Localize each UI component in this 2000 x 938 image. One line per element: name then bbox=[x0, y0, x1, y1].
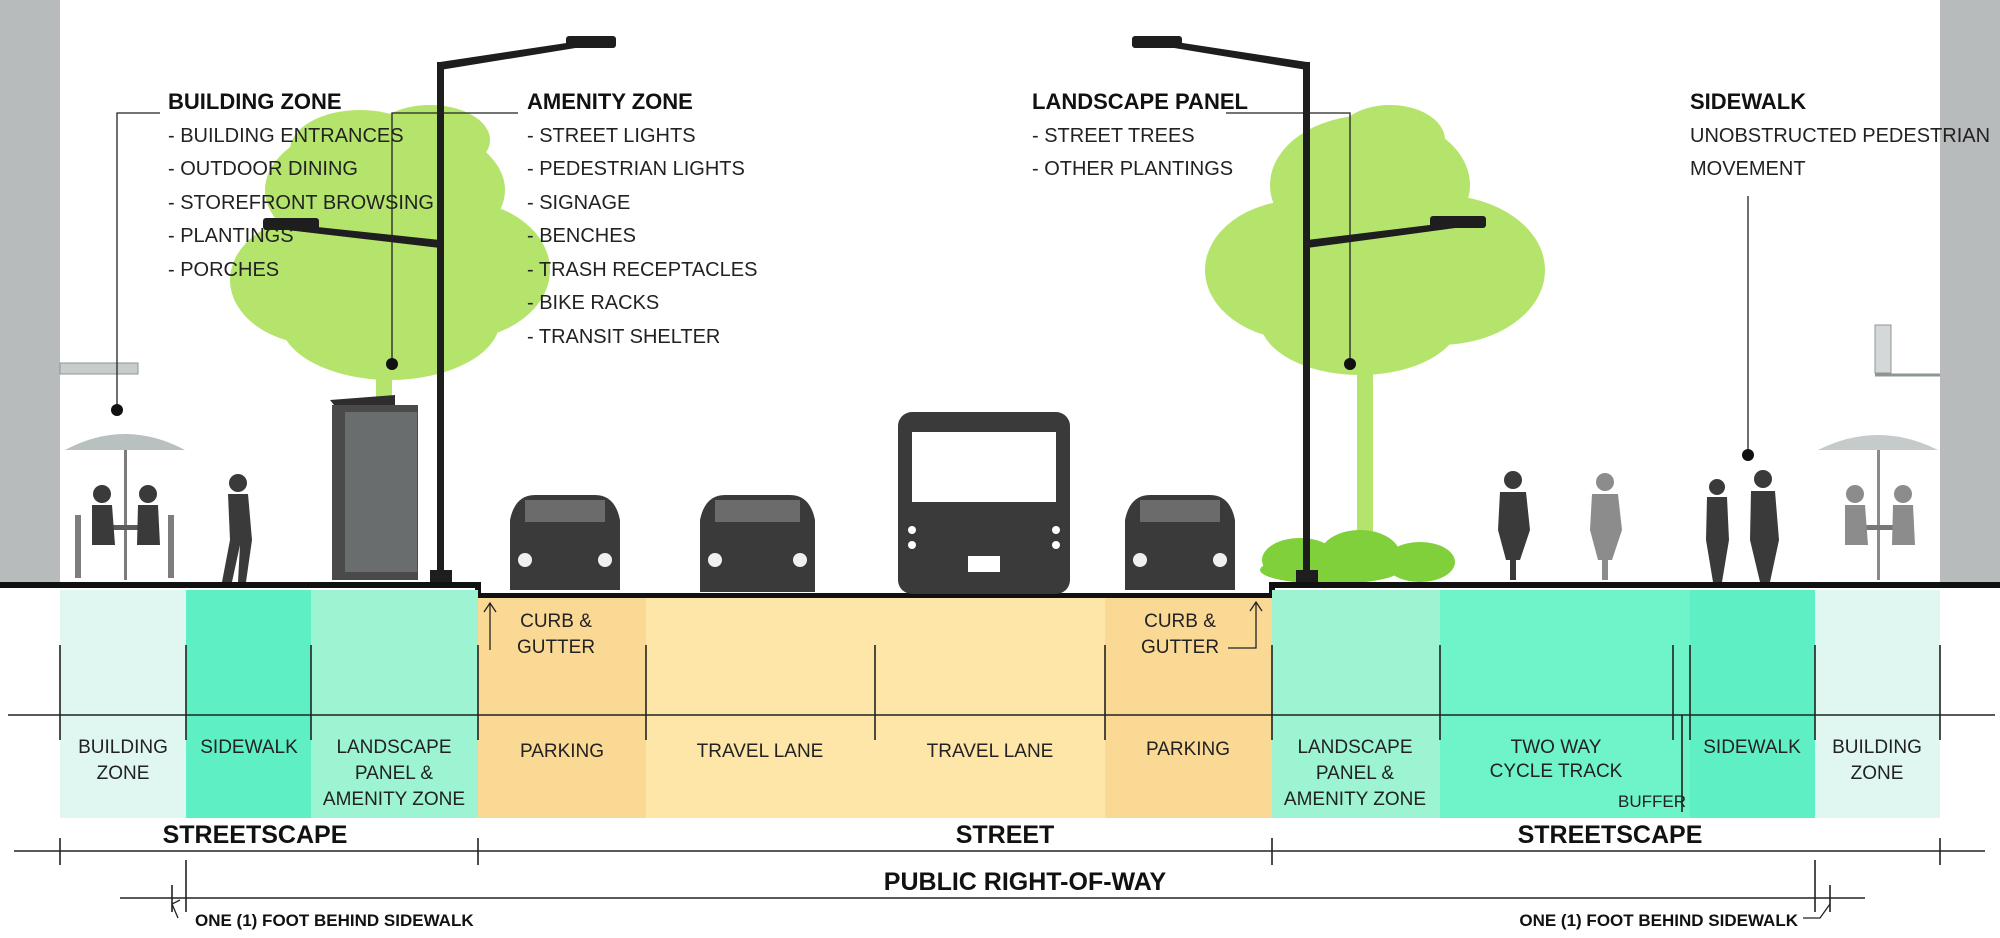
zone-band-left-parking bbox=[478, 598, 646, 818]
left-outdoor-dining bbox=[65, 434, 185, 580]
callout-item: - OUTDOOR DINING bbox=[168, 158, 358, 180]
zone-label-cycle-track-line2: CYCLE TRACK bbox=[1490, 761, 1623, 782]
callout-item: - BENCHES bbox=[527, 225, 636, 247]
section-label-public-right-of-way: PUBLIC RIGHT-OF-WAY bbox=[884, 868, 1167, 896]
right-setback-note: ONE (1) FOOT BEHIND SIDEWALK bbox=[1519, 911, 1798, 930]
callout-item: - STOREFRONT BROWSING bbox=[168, 192, 434, 214]
left-street-light bbox=[263, 36, 616, 582]
callout-item: UNOBSTRUCTED PEDESTRIAN bbox=[1690, 125, 1990, 147]
callout-amenity-zone: AMENITY ZONE - STREET LIGHTS - PEDESTRIA… bbox=[527, 89, 757, 348]
right-street-tree bbox=[1205, 105, 1545, 550]
callout-item: - PORCHES bbox=[168, 259, 279, 281]
zone-label-left-building-line1: BUILDING bbox=[78, 737, 168, 758]
zone-label-left-landscape-line2: PANEL & bbox=[355, 763, 433, 784]
callout-item: - OTHER PLANTINGS bbox=[1032, 158, 1233, 180]
zone-label-left-building-line2: ZONE bbox=[97, 763, 150, 784]
buffer-label: BUFFER bbox=[1618, 792, 1686, 811]
section-label-streetscape-right: STREETSCAPE bbox=[1518, 821, 1703, 849]
left-curb-gutter-line2: GUTTER bbox=[517, 637, 595, 658]
callout-heading: SIDEWALK bbox=[1690, 89, 1806, 114]
section-label-streetscape-left: STREETSCAPE bbox=[163, 821, 348, 849]
right-building-wall bbox=[1940, 0, 2000, 583]
zone-band-right-landscape bbox=[1272, 590, 1440, 818]
zone-band-left-landscape bbox=[311, 590, 478, 818]
right-of-way-dimension-line bbox=[120, 860, 1865, 912]
left-curb-gutter-line1: CURB & bbox=[520, 611, 592, 632]
cyclist-light bbox=[1590, 473, 1622, 580]
ground-section-line bbox=[0, 582, 2000, 599]
right-parked-car bbox=[1125, 495, 1235, 590]
zone-band-left-sidewalk bbox=[186, 590, 311, 818]
zone-label-right-landscape-line1: LANDSCAPE bbox=[1297, 737, 1412, 758]
transit-shelter bbox=[330, 395, 418, 580]
zone-label-left-sidewalk: SIDEWALK bbox=[200, 737, 298, 758]
cyclist-dark bbox=[1498, 471, 1530, 580]
zone-label-right-parking: PARKING bbox=[1146, 739, 1230, 760]
left-pedestrian-figure bbox=[222, 474, 252, 582]
right-outdoor-dining bbox=[1818, 435, 1938, 580]
left-setback-note: ONE (1) FOOT BEHIND SIDEWALK bbox=[195, 911, 474, 930]
callout-item: - BUILDING ENTRANCES bbox=[168, 125, 404, 147]
left-parked-car bbox=[510, 495, 620, 590]
zone-label-travel-lane-1: TRAVEL LANE bbox=[697, 741, 824, 762]
right-pedestrian-figures bbox=[1706, 470, 1779, 582]
right-curb-gutter-line2: GUTTER bbox=[1141, 637, 1219, 658]
zone-label-right-landscape-line3: AMENITY ZONE bbox=[1284, 789, 1426, 810]
callout-item: MOVEMENT bbox=[1690, 158, 1806, 180]
callout-item: - PEDESTRIAN LIGHTS bbox=[527, 158, 745, 180]
zone-band-cycle-track bbox=[1440, 590, 1690, 818]
callout-heading: BUILDING ZONE bbox=[168, 89, 342, 114]
zone-label-right-landscape-line2: PANEL & bbox=[1316, 763, 1394, 784]
callout-item: - TRANSIT SHELTER bbox=[527, 326, 720, 348]
right-curb-gutter-line1: CURB & bbox=[1144, 611, 1216, 632]
callout-item: - TRASH RECEPTACLES bbox=[527, 259, 757, 281]
zone-label-right-building-line2: ZONE bbox=[1851, 763, 1904, 784]
zone-label-travel-lane-2: TRAVEL LANE bbox=[927, 741, 1054, 762]
zone-band-left-building bbox=[60, 590, 186, 818]
zone-band-right-building bbox=[1815, 590, 1940, 818]
planting-shrubs bbox=[1260, 530, 1455, 584]
callout-item: - PLANTINGS bbox=[168, 225, 294, 247]
callout-heading: LANDSCAPE PANEL bbox=[1032, 89, 1248, 114]
bus bbox=[898, 412, 1070, 594]
callout-item: - BIKE RACKS bbox=[527, 292, 659, 314]
callout-heading: AMENITY ZONE bbox=[527, 89, 693, 114]
zone-label-cycle-track-line1: TWO WAY bbox=[1511, 737, 1602, 758]
travel-lane-car bbox=[700, 495, 815, 592]
left-awning bbox=[59, 362, 139, 375]
section-label-street: STREET bbox=[956, 821, 1055, 849]
right-street-light bbox=[1132, 36, 1486, 582]
callout-item: - STREET LIGHTS bbox=[527, 125, 696, 147]
zone-band-right-sidewalk bbox=[1690, 590, 1815, 818]
zone-label-left-landscape-line1: LANDSCAPE bbox=[336, 737, 451, 758]
callout-leaders bbox=[111, 112, 1831, 919]
callout-landscape-panel: LANDSCAPE PANEL - STREET TREES - OTHER P… bbox=[1032, 89, 1248, 180]
zone-band-right-parking bbox=[1105, 598, 1272, 818]
callout-building-zone: BUILDING ZONE - BUILDING ENTRANCES - OUT… bbox=[168, 89, 434, 281]
left-curb-gutter-marker bbox=[483, 601, 497, 650]
zone-label-left-parking: PARKING bbox=[520, 741, 604, 762]
zone-label-left-landscape-line3: AMENITY ZONE bbox=[323, 789, 465, 810]
callout-sidewalk: SIDEWALK UNOBSTRUCTED PEDESTRIAN MOVEMEN… bbox=[1690, 89, 1990, 180]
right-window-sign bbox=[1874, 324, 1892, 374]
callout-item: - STREET TREES bbox=[1032, 125, 1195, 147]
zone-dimension-line bbox=[8, 645, 1995, 812]
callout-item: - SIGNAGE bbox=[527, 192, 630, 214]
section-dimension-line bbox=[14, 838, 1985, 865]
zone-label-right-building-line1: BUILDING bbox=[1832, 737, 1922, 758]
zone-label-right-sidewalk: SIDEWALK bbox=[1703, 737, 1801, 758]
left-building-wall bbox=[0, 0, 60, 583]
right-curb-gutter-marker bbox=[1228, 600, 1263, 649]
